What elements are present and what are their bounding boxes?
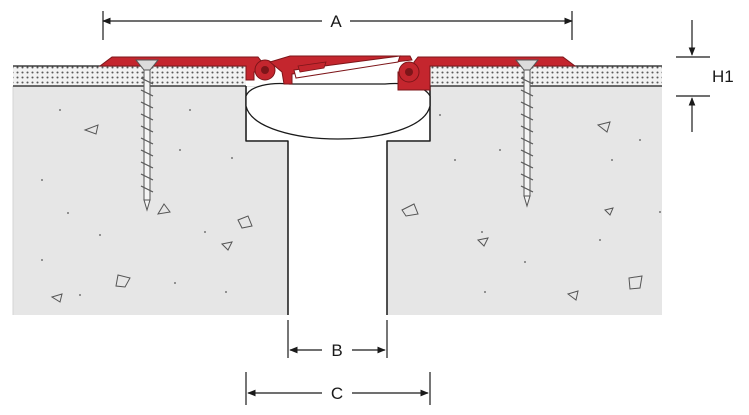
aggregate-dots-left [41,109,233,296]
dimension-h1: H1 [676,20,734,132]
aggregate-left [50,124,253,303]
label-c: C [331,384,343,403]
label-h1: H1 [712,67,734,86]
label-a: A [330,12,342,31]
label-b: B [331,341,342,360]
screed-layer-left [13,65,246,87]
dimension-c: C [245,372,431,405]
screed-layer-right [430,65,662,87]
screw-right [514,59,540,208]
profile-center-hinge [268,55,413,85]
aggregate-right [401,121,643,301]
dimension-b: B [287,320,388,360]
screw-left [134,59,160,212]
aggregate-dots-right [439,114,661,293]
dimension-a: A [102,11,573,40]
